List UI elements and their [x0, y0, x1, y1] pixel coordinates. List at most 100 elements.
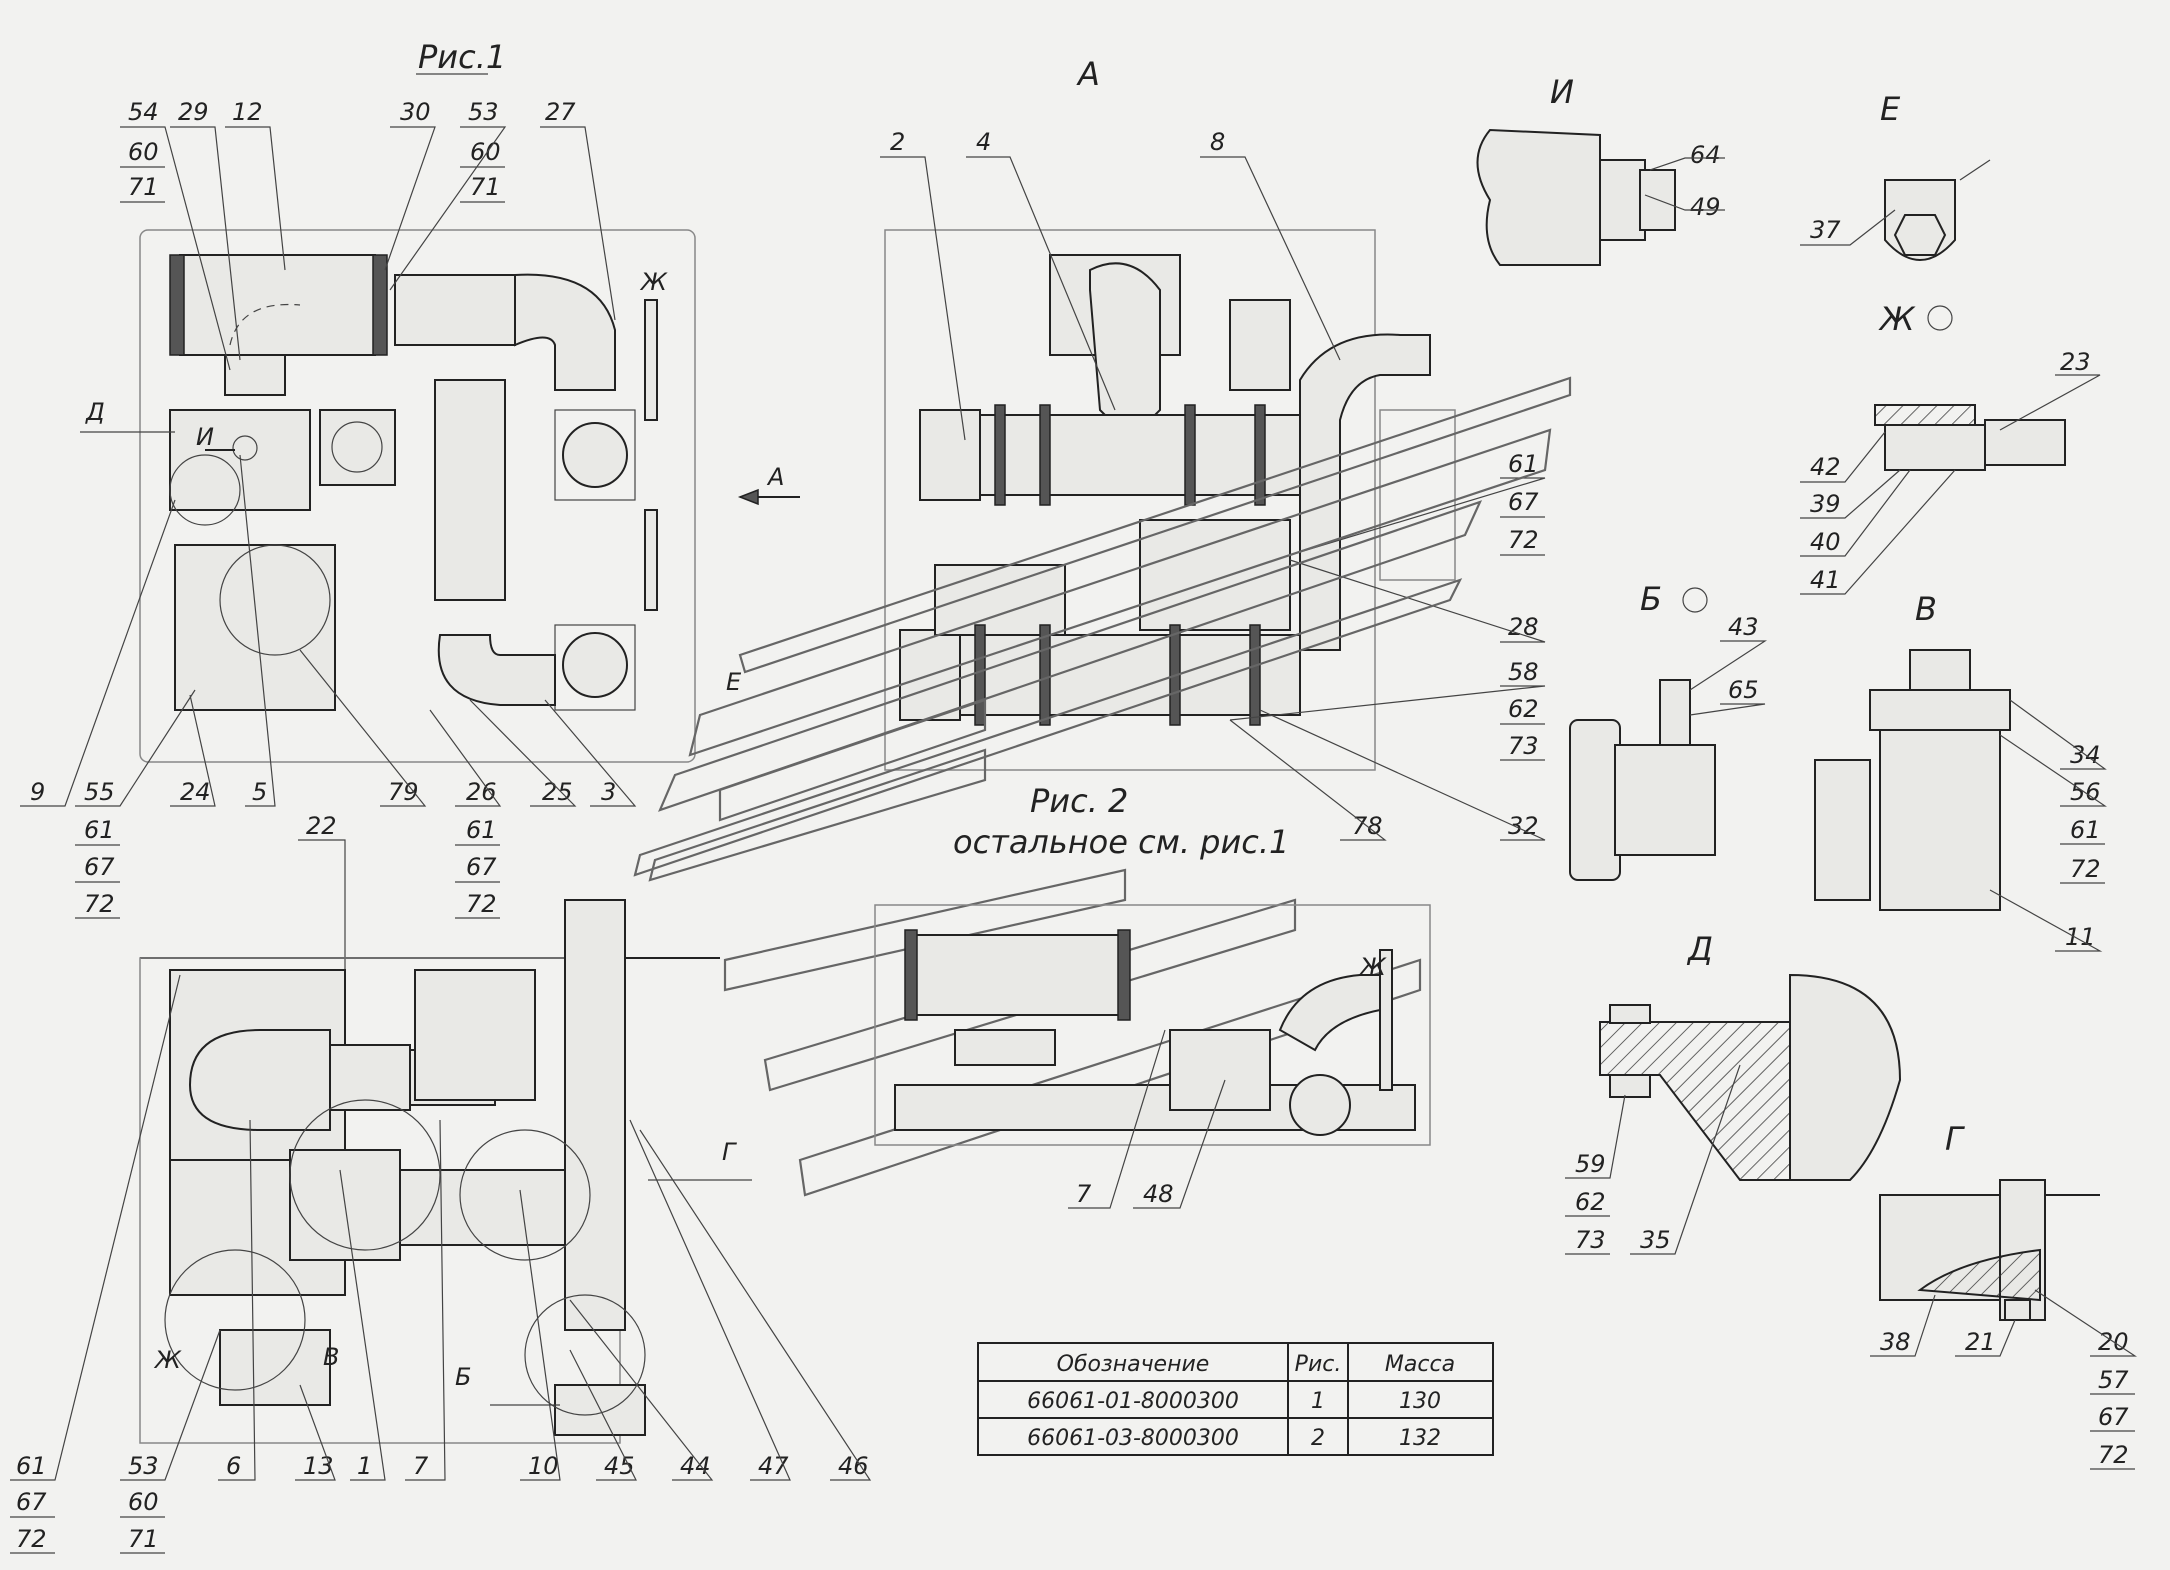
valve-lower — [562, 632, 628, 698]
callout-29: 29 — [178, 98, 209, 126]
detail-i: И 64 49 — [1476, 73, 1725, 266]
arrow-a-label: А — [766, 463, 784, 491]
detail-e-label: Е — [1880, 90, 1901, 128]
detail-g: Г 38 21 20 57 67 72 — [1870, 1120, 2137, 1470]
callout-64: 64 — [1690, 141, 1721, 169]
fig2-plate — [874, 904, 1431, 1146]
plan-view-mark-zh: Ж — [153, 1346, 182, 1374]
callout-60-plan: 60 — [128, 1488, 159, 1516]
callout-22: 22 — [306, 812, 337, 840]
view-a: А — [884, 55, 1456, 771]
callouts-view-a: 2 4 8 61 67 72 28 58 62 73 78 32 — [880, 128, 1546, 841]
callout-9: 9 — [30, 778, 45, 806]
callout-4: 4 — [976, 128, 991, 156]
callout-62-d: 62 — [1575, 1188, 1606, 1216]
callout-37: 37 — [1810, 216, 1841, 244]
plan-view-mark-b: Б — [455, 1363, 471, 1391]
callouts-top-left: 54 29 12 30 53 27 60 71 60 71 — [120, 98, 616, 371]
callout-1: 1 — [357, 1452, 372, 1480]
detail-d-label: Д — [1686, 930, 1713, 968]
detail-v-label: В — [1915, 590, 1937, 628]
callout-fig2-48: 48 — [1143, 1180, 1174, 1208]
callout-72-b: 72 — [466, 890, 497, 918]
view-mark-e: Е — [726, 668, 742, 696]
callout-38: 38 — [1880, 1328, 1911, 1356]
plan-view-mark-g: Г — [722, 1138, 737, 1166]
callout-49: 49 — [1690, 193, 1721, 221]
callout-73-d: 73 — [1575, 1226, 1606, 1254]
callout-42: 42 — [1810, 453, 1841, 481]
callout-61-b: 61 — [466, 816, 497, 844]
callout-47: 47 — [758, 1452, 789, 1480]
table-cell: 2 — [1311, 1426, 1325, 1451]
detail-d: Д 59 62 73 35 — [1565, 930, 1902, 1255]
callout-5: 5 — [252, 778, 267, 806]
detail-zh-label: Ж — [1878, 300, 1916, 338]
callout-3: 3 — [601, 778, 616, 806]
table-cell: 66061-01-8000300 — [1027, 1389, 1239, 1414]
callout-8: 8 — [1210, 128, 1225, 156]
callout-61: 61 — [84, 816, 115, 844]
callout-73: 73 — [1508, 732, 1539, 760]
callout-67-plan: 67 — [16, 1488, 47, 1516]
fig1-mounting-plate — [139, 229, 696, 763]
callout-2: 2 — [890, 128, 905, 156]
callout-67-b: 67 — [466, 853, 497, 881]
callout-72-v: 72 — [2070, 855, 2101, 883]
callouts-fig1-bottom: 9 55 24 5 79 26 25 3 61 67 72 61 67 72 2… — [20, 454, 637, 1000]
callout-67-a: 67 — [1508, 488, 1539, 516]
callout-11: 11 — [2065, 923, 2096, 951]
callout-30: 30 — [400, 98, 431, 126]
callout-60-b: 60 — [470, 138, 501, 166]
callout-6: 6 — [226, 1452, 241, 1480]
callout-23: 23 — [2060, 348, 2091, 376]
callout-35: 35 — [1640, 1226, 1671, 1254]
fig2-view: Рис. 2 остальное см. рис.1 Ж 7 48 — [874, 782, 1431, 1209]
callout-58: 58 — [1508, 658, 1539, 686]
fig2-title: Рис. 2 — [1030, 782, 1128, 820]
table-cell: 1 — [1311, 1389, 1325, 1414]
detail-i-label: И — [1550, 73, 1574, 111]
fig1-title: Рис.1 — [418, 38, 506, 76]
view-mark-d: Д — [85, 398, 105, 426]
callout-71-b: 71 — [470, 173, 501, 201]
callout-72-a: 72 — [1508, 526, 1539, 554]
valve-upper — [562, 422, 628, 488]
callout-53: 53 — [468, 98, 499, 126]
callout-21: 21 — [1965, 1328, 1996, 1356]
detail-b: Б 43 65 — [1569, 580, 1768, 881]
callout-60: 60 — [128, 138, 159, 166]
callout-53-plan: 53 — [128, 1452, 159, 1480]
callout-fig2-7: 7 — [1076, 1180, 1092, 1208]
table-header-designation: Обозначение — [1057, 1352, 1210, 1377]
callout-24: 24 — [180, 778, 211, 806]
callout-41: 41 — [1810, 566, 1841, 594]
callout-45: 45 — [604, 1452, 635, 1480]
callout-61-v: 61 — [2070, 816, 2101, 844]
plan-view-mark-v: В — [323, 1343, 339, 1371]
callout-55: 55 — [84, 778, 115, 806]
callout-12: 12 — [232, 98, 263, 126]
fig1-front-view: Рис.1 И Е Ж А — [80, 38, 800, 763]
callout-72-plan: 72 — [16, 1525, 47, 1553]
callout-26: 26 — [466, 778, 497, 806]
view-mark-zh-top: Ж — [639, 268, 668, 296]
detail-e: Е 37 — [1800, 90, 1991, 261]
table-header-mass: Масса — [1385, 1352, 1455, 1377]
fig2-note: остальное см. рис.1 — [953, 823, 1289, 861]
callout-44: 44 — [680, 1452, 711, 1480]
view-a-plate — [884, 229, 1376, 771]
callout-10: 10 — [528, 1452, 559, 1480]
detail-zh: Ж 23 42 39 40 41 — [1800, 300, 2101, 595]
table-cell: 66061-03-8000300 — [1027, 1426, 1239, 1451]
callout-62: 62 — [1508, 695, 1539, 723]
callout-46: 46 — [838, 1452, 869, 1480]
callout-27: 27 — [545, 98, 576, 126]
detail-b-label: Б — [1640, 580, 1662, 618]
callout-59: 59 — [1575, 1150, 1606, 1178]
callout-54: 54 — [128, 98, 159, 126]
callout-39: 39 — [1810, 490, 1841, 518]
plan-view: Ж В Б Г — [139, 899, 752, 1444]
callout-65: 65 — [1728, 676, 1759, 704]
